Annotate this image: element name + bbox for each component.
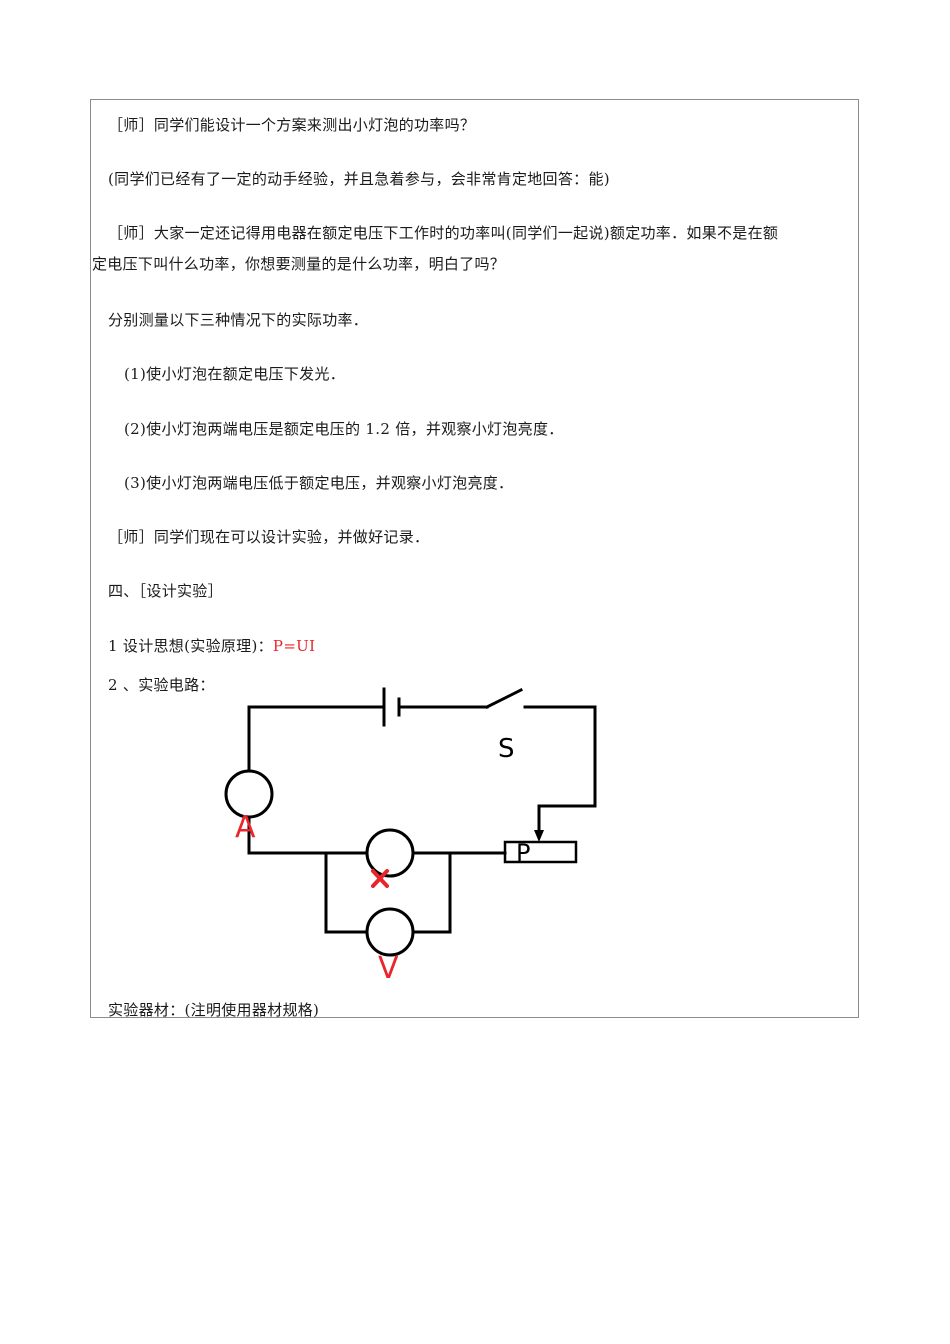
wire-voltmeter-right [411,851,452,934]
ammeter-label: A [235,810,256,845]
equipment-line: 实验器材：(注明使用器材规格) [108,1001,320,1019]
wire-switch-to-slider [523,705,597,834]
rheostat-slider-arrow [534,830,544,842]
switch-blade [484,687,524,710]
teacher-rated-power-line2: 定电压下叫什么功率，你想要测量的是什么功率，明白了吗？ [92,255,506,273]
voltmeter-circle [365,907,415,957]
switch-label: S [498,734,515,764]
wire-top-left [247,705,386,773]
power-formula: P=UI [272,637,316,655]
wire-voltmeter-left [324,851,369,934]
teacher-rated-power-line1: ［师］大家一定还记得用电器在额定电压下工作时的功率叫(同学们一起说)额定功率．如… [108,224,779,242]
design-principle-prefix: 1 设计思想(实验原理)： [108,637,273,655]
case-item-1: (1)使小灯泡在额定电压下发光． [124,365,346,383]
measure-intro: 分别测量以下三种情况下的实际功率． [108,311,369,329]
rheostat-body [503,840,578,864]
section-heading-design: 四、［设计实验］ [108,582,223,600]
wire-ammeter-to-lamp [247,815,368,855]
teacher-question: ［师］同学们能设计一个方案来测出小灯泡的功率吗？ [108,116,476,134]
design-principle: 1 设计思想(实验原理)：P=UI [108,636,315,656]
lamp-cross-icon [371,869,389,888]
teacher-design-instruction: ［师］同学们现在可以设计实验，并做好记录． [108,528,430,546]
case-item-2: (2)使小灯泡两端电压是额定电压的 1.2 倍，并观察小灯泡亮度． [124,420,564,438]
rheostat-label: P [516,839,530,867]
voltmeter-label: V [378,951,399,986]
case-item-3: (3)使小灯泡两端电压低于额定电压，并观察小灯泡亮度． [124,474,514,492]
circuit-heading: 2 、实验电路： [108,676,215,694]
students-response: (同学们已经有了一定的动手经验，并且急着参与，会非常肯定地回答：能) [108,170,610,188]
lamp-circle [365,828,415,878]
content-frame [90,99,859,1018]
